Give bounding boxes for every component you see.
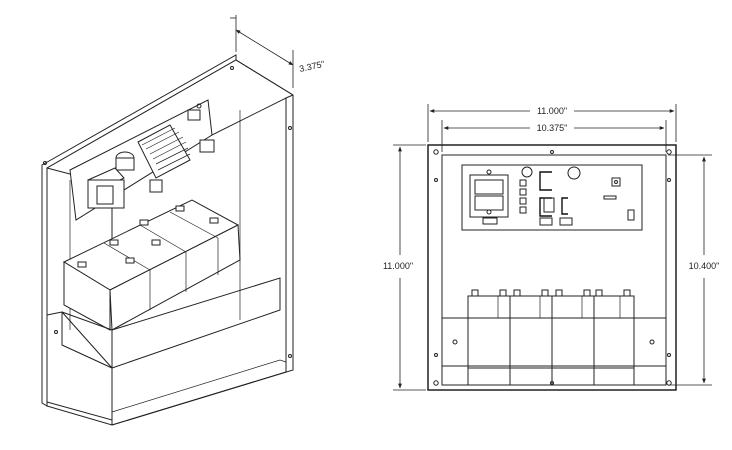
outer-width-dimension: 11.000" [427,104,677,142]
outer-height-label: 11.000" [383,261,413,271]
outer-height-dimension: 11.000" [383,144,426,391]
front-view: 11.000" 10.375" 11.000" 10.400" [383,104,720,391]
inner-width-label: 10.375" [537,123,568,133]
iso-relay [187,109,201,121]
mount-hole [433,149,439,155]
iso-terminal-block [199,139,215,153]
iso-depth-label: 3.375" [298,59,325,74]
outer-width-label: 11.000" [537,106,567,116]
front-battery-pack [441,289,667,385]
front-enclosure [441,154,667,386]
front-circuit-board [461,164,643,231]
inner-height-dimension: 10.400" [668,154,720,386]
iso-battery-pack [62,199,241,331]
mount-hole [666,380,672,386]
mount-hole [433,380,439,386]
mount-hole [666,149,672,155]
iso-heat-sink [137,124,191,179]
isometric-view: 3.375" [41,15,326,426]
front-flange [427,144,677,391]
iso-transformer [87,167,125,209]
inner-width-dimension: 10.375" [441,120,667,152]
inner-height-label: 10.400" [689,261,720,271]
